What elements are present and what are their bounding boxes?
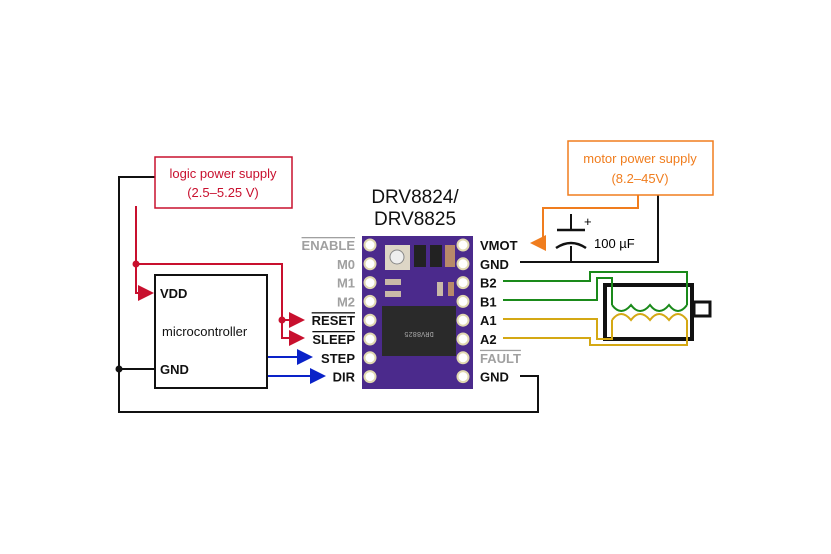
- motor-supply-label: motor power supply: [583, 151, 697, 166]
- coil-a: [611, 313, 688, 322]
- pin-label-enable: ENABLE: [302, 238, 356, 253]
- pin-pad: [456, 294, 470, 308]
- pin-pad: [456, 238, 470, 252]
- pin-pad: [456, 351, 470, 365]
- ground-junction: [115, 365, 123, 373]
- pin-pad: [363, 257, 377, 271]
- board-title-line1: DRV8824/: [371, 187, 459, 208]
- coil-a-wires: [503, 313, 688, 346]
- pin-pad: [363, 370, 377, 384]
- pin-label-reset: RESET: [312, 313, 355, 328]
- pin-label-step: STEP: [321, 351, 355, 366]
- pin-pad: [363, 351, 377, 365]
- pin-label-b2: B2: [480, 276, 497, 291]
- stepper-motor: [603, 283, 712, 341]
- pin-pad: [456, 313, 470, 327]
- mcu-vdd-label: VDD: [160, 286, 187, 301]
- pin-pad: [363, 313, 377, 327]
- ground-wires: [118, 176, 659, 413]
- logic-power-supply: logic power supply (2.5–5.25 V): [154, 156, 293, 209]
- logic-junction: [278, 316, 286, 324]
- pin-pad: [456, 332, 470, 346]
- pin-label-a1: A1: [480, 313, 497, 328]
- pin-label-dir: DIR: [333, 370, 356, 385]
- pin-pad: [363, 294, 377, 308]
- signal-wires: [268, 349, 326, 384]
- coil-b-wires: [503, 271, 688, 312]
- pin-pad: [363, 238, 377, 252]
- pin-label-m0: M0: [337, 257, 355, 272]
- motor-supply-voltage: (8.2–45V): [611, 171, 668, 186]
- pin-label-m2: M2: [337, 294, 355, 309]
- pin-pad: [363, 332, 377, 346]
- logic-power-wires: [135, 206, 305, 346]
- pin-label-gnd: GND: [480, 370, 509, 385]
- board-title-line2: DRV8825: [374, 209, 456, 230]
- pin-label-vmot: VMOT: [480, 238, 518, 253]
- pin-pad: [363, 276, 377, 290]
- motor-power-supply: motor power supply (8.2–45V): [567, 140, 714, 196]
- chip-marking: DRV8825: [404, 329, 433, 337]
- capacitor-symbol: [555, 228, 587, 250]
- pin-pad: [456, 370, 470, 384]
- pin-label-gnd: GND: [480, 257, 509, 272]
- capacitor-value: 100 µF: [594, 236, 635, 251]
- mcu-gnd-label: GND: [160, 362, 189, 377]
- motor-power-wire: [530, 194, 639, 251]
- pin-label-fault: FAULT: [480, 351, 521, 366]
- pin-label-a2: A2: [480, 332, 497, 347]
- pin-label-b1: B1: [480, 294, 497, 309]
- board-pads: [363, 238, 470, 384]
- mcu-label: microcontroller: [162, 324, 248, 339]
- microcontroller: VDD microcontroller GND: [154, 274, 268, 389]
- pin-pad: [456, 257, 470, 271]
- logic-junction: [132, 260, 140, 268]
- driver-board: DRV8825: [362, 236, 473, 389]
- logic-supply-label: logic power supply: [170, 166, 277, 181]
- logic-supply-voltage: (2.5–5.25 V): [187, 185, 259, 200]
- capacitor-polarity: +: [584, 214, 592, 229]
- pin-label-sleep: SLEEP: [312, 332, 355, 347]
- pin-pad: [456, 276, 470, 290]
- coil-b: [611, 303, 688, 312]
- pin-label-m1: M1: [337, 276, 355, 291]
- driver-chip: DRV8825: [382, 306, 456, 356]
